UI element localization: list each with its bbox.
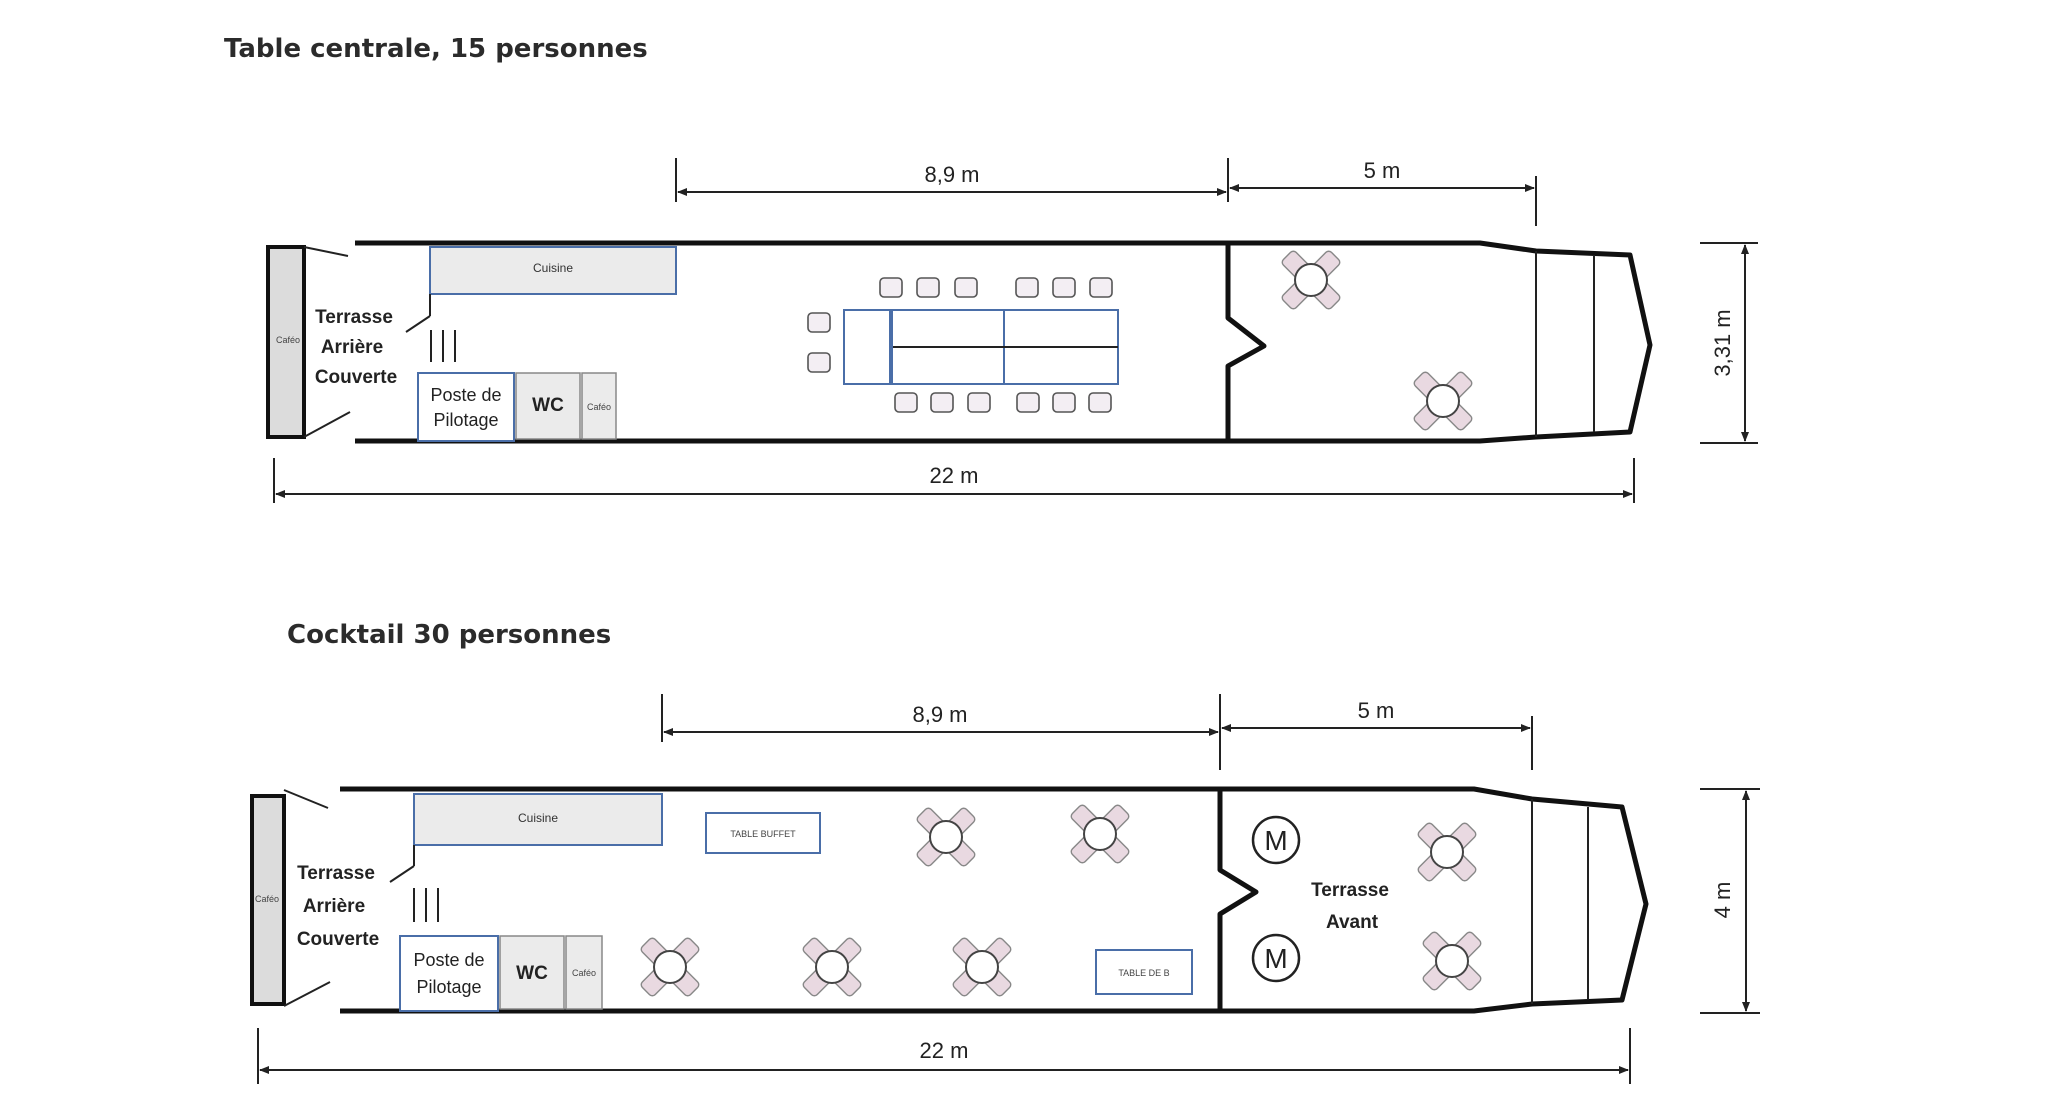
plan2-title: Cocktail 30 personnes xyxy=(287,620,612,650)
plan2-terrace-rear-l2: Arrière xyxy=(303,896,365,917)
plan1-dim-width-label: 3,31 m xyxy=(1710,309,1735,376)
plan1-wc-label: WC xyxy=(532,395,564,416)
plan2-cocktail-table-2 xyxy=(1068,802,1132,866)
plan1-cocktail-table-1 xyxy=(1279,248,1343,312)
plan1-chairs-top xyxy=(879,277,1113,298)
plan1-chairs-end xyxy=(807,312,831,373)
plan1-cocktail-table-2 xyxy=(1411,369,1475,433)
plan2-dim-length: 22 m xyxy=(257,1028,1631,1084)
plan1-dim-length-label: 22 m xyxy=(930,463,979,488)
plan1-cockpit-l1: Poste de xyxy=(430,385,501,405)
plan2-cocktail-table-4 xyxy=(800,935,864,999)
plan2-wc xyxy=(499,935,565,1010)
plan1-cockpit xyxy=(417,372,515,442)
plan1-stairs xyxy=(430,330,456,362)
plan1-terrace-rear-l2: Arrière xyxy=(321,337,383,358)
plan2-buffet-table xyxy=(705,812,821,854)
plan1-stern xyxy=(266,245,306,439)
plan2-dj-label: TABLE DE B xyxy=(1118,968,1169,978)
plan2-terrace-front-l1: Terrasse xyxy=(1311,880,1389,901)
plan1-chairs-bottom xyxy=(894,392,1112,413)
plan1-hull xyxy=(355,240,1653,444)
plan1-cafe-box-label: Caféo xyxy=(587,402,611,412)
plan2-cafe-box xyxy=(565,935,603,1010)
plan1-cockpit-l2: Pilotage xyxy=(433,410,498,430)
plan2-cocktail-table-5 xyxy=(950,935,1014,999)
plan2-dim-main: 8,9 m xyxy=(661,694,1221,770)
plan2-terrace-rear-l3: Couverte xyxy=(297,929,379,950)
plan2-wc-label: WC xyxy=(516,963,548,984)
plan2-dim-front-label: 5 m xyxy=(1358,698,1395,723)
plan2-stairs xyxy=(413,888,439,922)
plan1-partition xyxy=(1225,243,1267,441)
plan1-wc xyxy=(515,372,581,440)
plan2-cafe-box-label: Caféo xyxy=(572,968,596,978)
plan1-dim-main: 8,9 m xyxy=(675,158,1229,202)
plan1-cafe-box xyxy=(581,372,617,440)
plan1-dim-front: 5 m xyxy=(1229,158,1537,226)
plan1-central-table xyxy=(843,309,1119,385)
plan2-stern-cafe-label: Caféo xyxy=(255,894,279,904)
plan1-kitchen xyxy=(429,246,677,295)
plan2-stern xyxy=(250,794,286,1006)
plan2-dim-front: 5 m xyxy=(1221,698,1533,770)
plan2-dim-main-label: 8,9 m xyxy=(912,702,967,727)
plan1: 8,9 m 5 m Caféo Cuisine Terrasse xyxy=(266,158,1758,503)
plan1-terrace-rear-l3: Couverte xyxy=(315,367,397,388)
plan1-title: Table centrale, 15 personnes xyxy=(224,34,648,64)
plan2-dim-width-label: 4 m xyxy=(1710,882,1735,919)
plan1-dim-width: 3,31 m xyxy=(1700,242,1758,444)
plan2-cocktail-table-1 xyxy=(914,805,978,869)
plan2-terrace-rear-l1: Terrasse xyxy=(297,863,375,884)
plan2-hull xyxy=(340,786,1649,1014)
plan2-cockpit-l2: Pilotage xyxy=(416,977,481,997)
plan1-dim-front-label: 5 m xyxy=(1364,158,1401,183)
plan2-dj-table xyxy=(1095,949,1193,995)
plan2-partition xyxy=(1217,789,1259,1011)
plan2-cockpit-l1: Poste de xyxy=(413,950,484,970)
plan2-cockpit xyxy=(399,935,499,1012)
plan1-terrace-rear-l1: Terrasse xyxy=(315,307,393,328)
plan1-dim-length: 22 m xyxy=(273,458,1635,503)
plan2-cocktail-table-6 xyxy=(1415,820,1479,884)
svg-text:M: M xyxy=(1264,825,1287,856)
plan2-m-marker-2: M xyxy=(1251,933,1301,983)
plan2-dim-length-label: 22 m xyxy=(920,1038,969,1063)
plan1-kitchen-label: Cuisine xyxy=(533,261,573,275)
plan1-stern-cafe-label: Caféo xyxy=(276,335,300,345)
plan2-buffet-label: TABLE BUFFET xyxy=(730,829,796,839)
plan1-dim-main-label: 8,9 m xyxy=(924,162,979,187)
plan2-m-marker-1: M xyxy=(1251,815,1301,865)
plan2: 8,9 m 5 m Caféo Cuisine Terrasse Arrière xyxy=(250,694,1760,1084)
plan2-cocktail-table-3 xyxy=(638,935,702,999)
svg-text:M: M xyxy=(1264,943,1287,974)
plan2-kitchen-label: Cuisine xyxy=(518,811,558,825)
plan2-dim-width: 4 m xyxy=(1700,788,1760,1014)
plan2-terrace-front-l2: Avant xyxy=(1326,912,1379,933)
plan2-cocktail-table-7 xyxy=(1420,929,1484,993)
plan2-kitchen xyxy=(413,793,663,846)
